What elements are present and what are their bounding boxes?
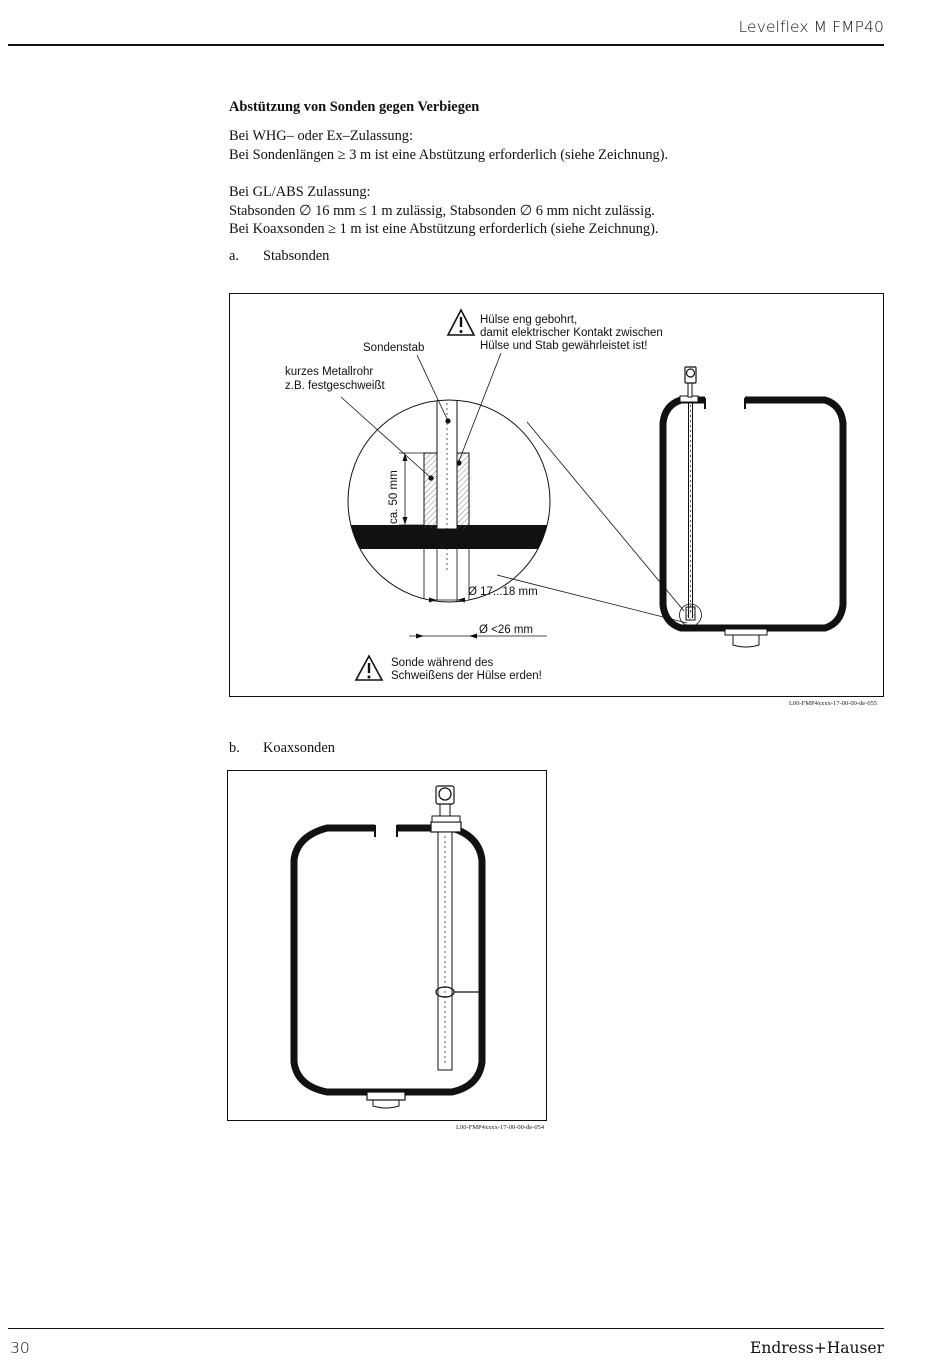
figure-frame (229, 293, 884, 697)
figure-a-letter: a. (229, 248, 239, 264)
tank-drawing-a (659, 366, 847, 648)
detail-magnifier (348, 400, 550, 602)
label-diameter-17-18: Ø 17...18 mm (468, 586, 538, 598)
figure-a-stabsonden: Hülse eng gebohrt, damit elektrischer Ko… (229, 293, 884, 697)
magnifier-outline (347, 399, 551, 603)
label-ca-50mm: ca. 50 mm (388, 470, 400, 524)
warning-text-grounding: Schweißens der Hülse erden! (391, 670, 542, 682)
paragraph-line: Bei Koaxsonden ≥ 1 m ist eine Abstützung… (229, 221, 659, 237)
warning-text-sleeve: Hülse und Stab gewährleistet ist! (480, 340, 647, 352)
figure-a-label: Stabsonden (263, 248, 330, 264)
label-diameter-26: Ø <26 mm (479, 624, 533, 636)
tank-drawing-b (290, 785, 486, 1109)
figure-frame (227, 770, 547, 1121)
paragraph-whg: Bei WHG– oder Ex–Zulassung: Bei Sondenlä… (229, 127, 668, 164)
footer-page-number: 30 (10, 1339, 30, 1357)
paragraph-gl-abs: Bei GL/ABS Zulassung: Stabsonden ∅ 16 mm… (229, 183, 659, 239)
label-sondenstab: Sondenstab (363, 342, 424, 354)
warning-text-grounding: Sonde während des (391, 657, 494, 669)
header-title: Levelflex M FMP40 (738, 18, 884, 36)
paragraph-line: Bei GL/ABS Zulassung: (229, 184, 371, 200)
label-metallrohr: z.B. festgeschweißt (285, 380, 386, 392)
paragraph-line: Stabsonden ∅ 16 mm ≤ 1 m zulässig, Stabs… (229, 202, 655, 219)
figure-b-code: L00-FMP4xxxx-17-00-00-de-054 (456, 1124, 545, 1131)
paragraph-line: Bei WHG– oder Ex–Zulassung: (229, 128, 413, 144)
warning-text-sleeve: damit elektrischer Kontakt zwischen (480, 327, 663, 339)
footer-rule (8, 1328, 884, 1329)
footer-brand: Endress+Hauser (750, 1339, 884, 1357)
paragraph-line: Bei Sondenlängen ≥ 3 m ist eine Abstützu… (229, 146, 669, 163)
warning-icon (354, 654, 384, 681)
figure-b-koaxsonden (227, 770, 547, 1121)
label-metallrohr: kurzes Metallrohr (285, 366, 373, 378)
section-heading: Abstützung von Sonden gegen Verbiegen (229, 99, 480, 115)
figure-a-code: L00-FMP4xxxx-17-00-00-de-055 (789, 700, 878, 707)
figure-b-letter: b. (229, 740, 240, 756)
header-rule (8, 44, 884, 46)
figure-b-label: Koaxsonden (263, 740, 335, 756)
probe-rod (436, 400, 458, 530)
warning-icon (446, 308, 476, 336)
warning-text-sleeve: Hülse eng gebohrt, (480, 314, 577, 326)
